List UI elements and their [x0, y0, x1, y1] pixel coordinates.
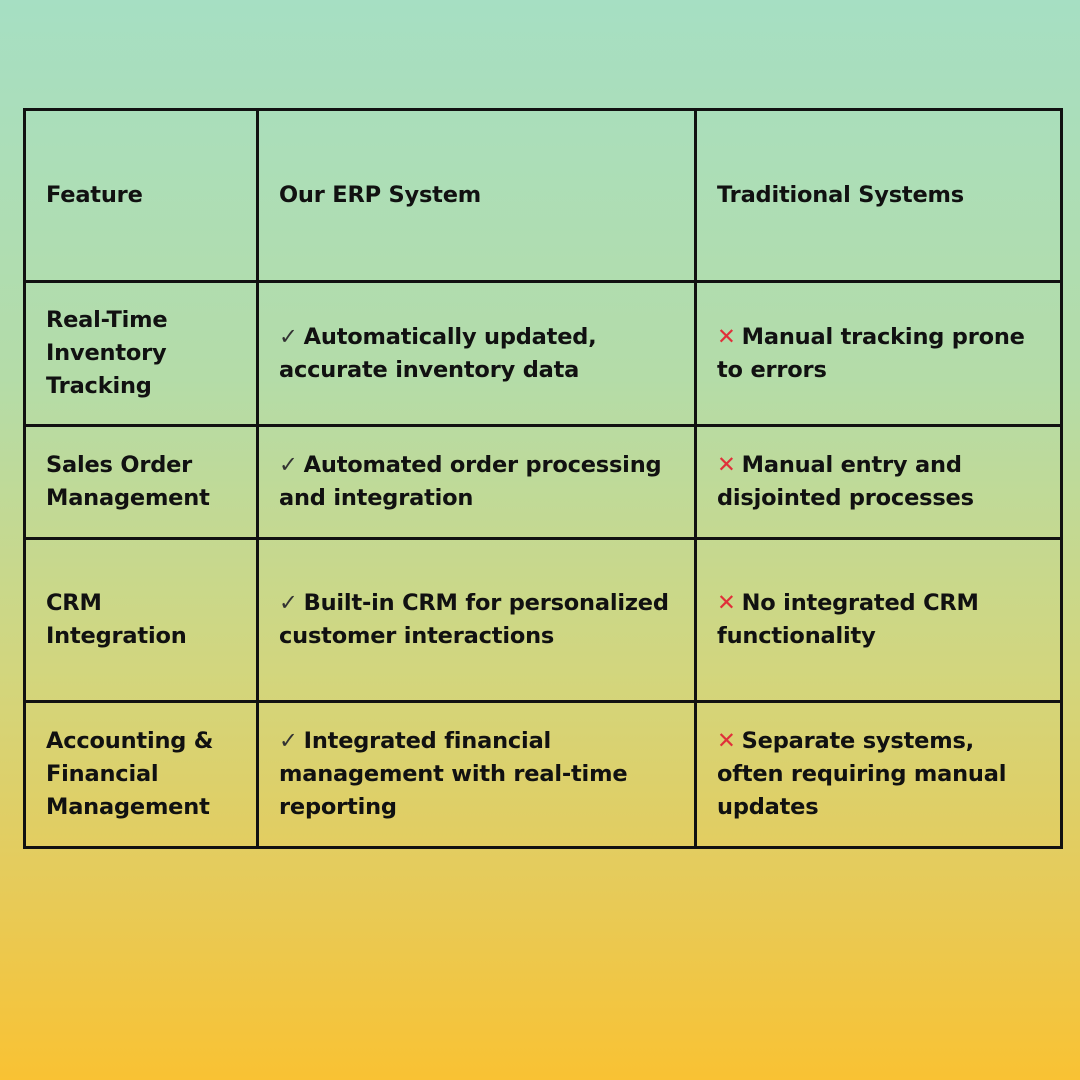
- header-traditional: Traditional Systems: [694, 108, 1063, 283]
- table-row: Accounting & Financial Management ✓Integ…: [23, 700, 1063, 849]
- check-icon: ✓: [279, 323, 298, 350]
- cross-icon: ✕: [717, 728, 736, 754]
- feature-label: CRM Integration: [46, 590, 187, 649]
- header-feature-label: Feature: [46, 182, 143, 208]
- feature-label: Sales Order Management: [46, 452, 210, 511]
- check-icon: ✓: [279, 590, 298, 616]
- feature-cell: Real-Time Inventory Tracking: [23, 280, 259, 427]
- feature-label: Accounting & Financial Management: [46, 728, 214, 820]
- traditional-cell: ✕No integrated CRM functionality: [694, 537, 1063, 703]
- header-ours: Our ERP System: [256, 108, 697, 283]
- ours-cell: ✓Automated order processing and integrat…: [256, 424, 697, 540]
- ours-text: Automatically updated, accurate inventor…: [279, 323, 597, 383]
- cross-icon: ✕: [717, 590, 736, 616]
- ours-cell: ✓Automatically updated, accurate invento…: [256, 280, 697, 427]
- header-ours-label: Our ERP System: [279, 182, 482, 208]
- ours-text: Built-in CRM for personalized customer i…: [279, 590, 669, 649]
- feature-cell: CRM Integration: [23, 537, 259, 703]
- table-row: Sales Order Management ✓Automated order …: [23, 424, 1063, 540]
- header-row: Feature Our ERP System Traditional Syste…: [23, 108, 1063, 283]
- ours-cell: ✓Integrated financial management with re…: [256, 700, 697, 849]
- check-icon: ✓: [279, 728, 298, 754]
- table-row: CRM Integration ✓Built-in CRM for person…: [23, 537, 1063, 703]
- ours-text: Automated order processing and integrati…: [279, 452, 662, 511]
- feature-cell: Sales Order Management: [23, 424, 259, 540]
- traditional-cell: ✕Separate systems, often requiring manua…: [694, 700, 1063, 849]
- feature-label: Real-Time Inventory Tracking: [46, 307, 168, 399]
- traditional-cell: ✕Manual tracking prone to errors: [694, 280, 1063, 427]
- header-traditional-label: Traditional Systems: [717, 182, 964, 208]
- traditional-text: Manual tracking prone to errors: [717, 323, 1025, 383]
- header-feature: Feature: [23, 108, 259, 283]
- cross-icon: ✕: [717, 323, 736, 350]
- cross-icon: ✕: [717, 452, 736, 478]
- traditional-text: Separate systems, often requiring manual…: [717, 728, 1007, 820]
- feature-cell: Accounting & Financial Management: [23, 700, 259, 849]
- traditional-text: Manual entry and disjointed processes: [717, 452, 974, 511]
- table-row: Real-Time Inventory Tracking ✓Automatica…: [23, 280, 1063, 427]
- ours-cell: ✓Built-in CRM for personalized customer …: [256, 537, 697, 703]
- traditional-text: No integrated CRM functionality: [717, 590, 979, 649]
- check-icon: ✓: [279, 452, 298, 478]
- ours-text: Integrated financial management with rea…: [279, 728, 628, 820]
- comparison-table: Feature Our ERP System Traditional Syste…: [23, 108, 1063, 849]
- traditional-cell: ✕Manual entry and disjointed processes: [694, 424, 1063, 540]
